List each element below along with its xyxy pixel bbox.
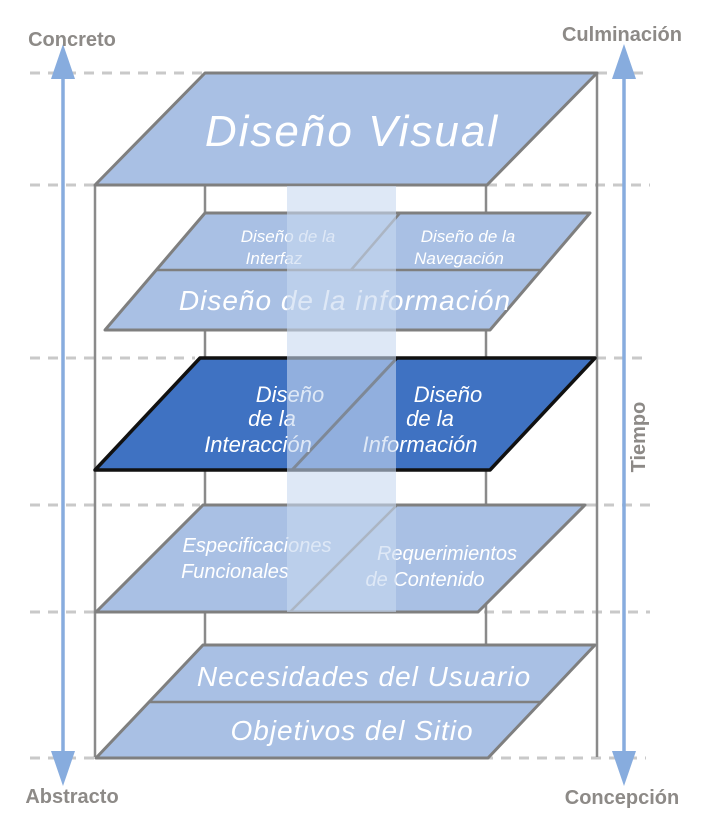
navigation-design-line1: Diseño de la <box>421 227 516 246</box>
information-design-line2: de la <box>406 406 454 431</box>
right-arrow-down-icon <box>612 751 636 786</box>
right-arrow-up-icon <box>612 44 636 79</box>
plane-visual-design: Diseño Visual <box>93 71 599 187</box>
plane-needs-objectives: Necesidades del Usuario Objetivos del Si… <box>94 643 597 760</box>
left-arrow-down-icon <box>51 751 75 786</box>
axis-label-abstracto: Abstracto <box>25 786 118 808</box>
time-axis-label: Tiempo <box>628 402 650 473</box>
site-objectives-label: Objetivos del Sitio <box>230 715 473 746</box>
content-requirements-line1: Requerimientos <box>377 543 517 565</box>
functional-specs-line2: Funcionales <box>181 561 289 583</box>
axis-label-culminacion: Culminación <box>562 24 682 46</box>
user-needs-label: Necesidades del Usuario <box>197 661 531 692</box>
left-arrow-up-icon <box>51 44 75 79</box>
axis-label-concepcion: Concepción <box>565 787 679 809</box>
left-axis-arrow <box>51 44 75 786</box>
navigation-design-line2: Navegación <box>414 249 504 268</box>
axis-label-concreto: Concreto <box>28 29 116 51</box>
surface-plane <box>93 71 599 187</box>
right-axis-arrow <box>612 44 636 786</box>
visual-design-label: Diseño Visual <box>205 107 499 156</box>
highlight-band <box>287 186 396 612</box>
information-design-line1: Diseño <box>414 382 482 407</box>
